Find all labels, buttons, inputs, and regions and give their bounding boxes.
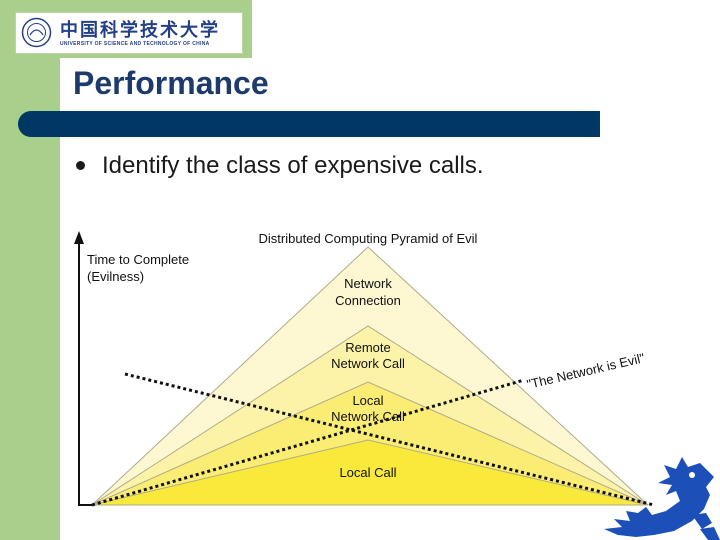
dotted-line-descending: [124, 372, 655, 507]
level-1-line2: Connection: [335, 293, 401, 308]
dotted-line-ascending: [91, 378, 525, 507]
y-axis-arrow-icon: [74, 231, 84, 244]
sidebar-strip: [0, 0, 60, 540]
title-underline-bar: [18, 111, 600, 137]
level-2-line2: Network Call: [331, 356, 405, 371]
axis-label-line1: Time to Complete: [87, 252, 189, 267]
slide-title: Performance: [73, 65, 269, 101]
level-4-line1: Local Call: [339, 465, 396, 480]
bullet-text: Identify the class of expensive calls.: [102, 152, 484, 179]
level-1-line1: Network: [344, 276, 392, 291]
level-2-line1: Remote: [345, 340, 391, 355]
university-emblem-icon: [21, 17, 52, 48]
diagram-title: Distributed Computing Pyramid of Evil: [259, 231, 478, 246]
tier-divider: [91, 381, 649, 506]
tier-divider: [91, 325, 649, 506]
bullet-icon: [76, 161, 85, 170]
logo-chinese-name: 中国科学技术大学: [60, 20, 220, 41]
university-logo: 中国科学技术大学 UNIVERSITY OF SCIENCE AND TECHN…: [15, 12, 243, 54]
pyramid-outline: [91, 246, 649, 506]
tier-divider: [91, 439, 649, 506]
level-3-line1: Local: [352, 393, 383, 408]
dragon-icon: [604, 457, 720, 540]
axis-label-line2: (Evilness): [87, 269, 144, 284]
network-is-evil-quote: "The Network is Evil": [525, 350, 646, 392]
logo-english-name: UNIVERSITY OF SCIENCE AND TECHNOLOGY OF …: [60, 41, 210, 47]
level-3-line2: Network Call: [331, 409, 405, 424]
logo-panel: 中国科学技术大学 UNIVERSITY OF SCIENCE AND TECHN…: [0, 0, 252, 58]
pyramid-tier-local-call: [92, 440, 648, 505]
